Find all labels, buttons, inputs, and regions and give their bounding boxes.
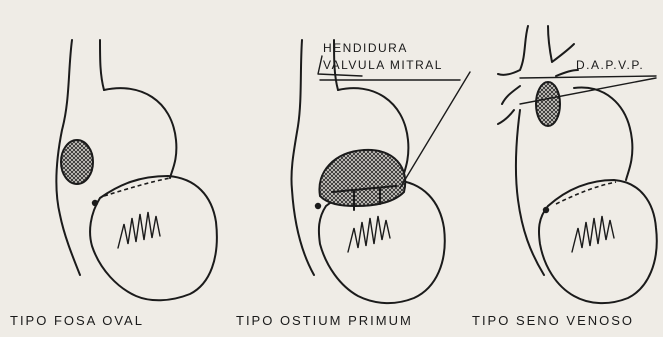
heart3-defect-seno-venoso bbox=[536, 82, 560, 126]
heart2-vessel-left bbox=[291, 40, 314, 275]
heart2-coronary-sinus-dot bbox=[315, 203, 321, 209]
caption-fosa-oval: TIPO FOSA OVAL bbox=[10, 313, 144, 328]
heart3-veins-right bbox=[548, 26, 578, 76]
heart2-defect-ostium-primum bbox=[319, 150, 405, 206]
callout-hendidura: HENDIDURA bbox=[323, 41, 408, 55]
heart3-coronary-sinus-dot bbox=[543, 207, 549, 213]
heart3-vessel-left bbox=[516, 110, 544, 275]
caption-ostium-primum: TIPO OSTIUM PRIMUM bbox=[236, 313, 413, 328]
heart1-atrium bbox=[104, 88, 176, 178]
heart3-trabeculae bbox=[572, 216, 614, 252]
heart1-defect-fosa-oval bbox=[61, 140, 93, 184]
heart-fosa-oval bbox=[56, 40, 216, 300]
callout-dapvp: D.A.P.V.P. bbox=[576, 58, 644, 72]
heart1-trabeculae bbox=[118, 212, 160, 248]
callout-valvula-mitral: VALVULA MITRAL bbox=[323, 58, 443, 72]
heart1-coronary-sinus-dot bbox=[92, 200, 98, 206]
heart3-atrium bbox=[574, 87, 632, 180]
heart1-vessel-right bbox=[100, 40, 104, 90]
caption-seno-venoso: TIPO SENO VENOSO bbox=[472, 313, 634, 328]
heart-ostium-primum bbox=[291, 40, 470, 303]
heart2-trabeculae bbox=[348, 216, 390, 252]
heart3-veins-left bbox=[498, 26, 528, 124]
heart1-ventricle bbox=[90, 176, 217, 300]
